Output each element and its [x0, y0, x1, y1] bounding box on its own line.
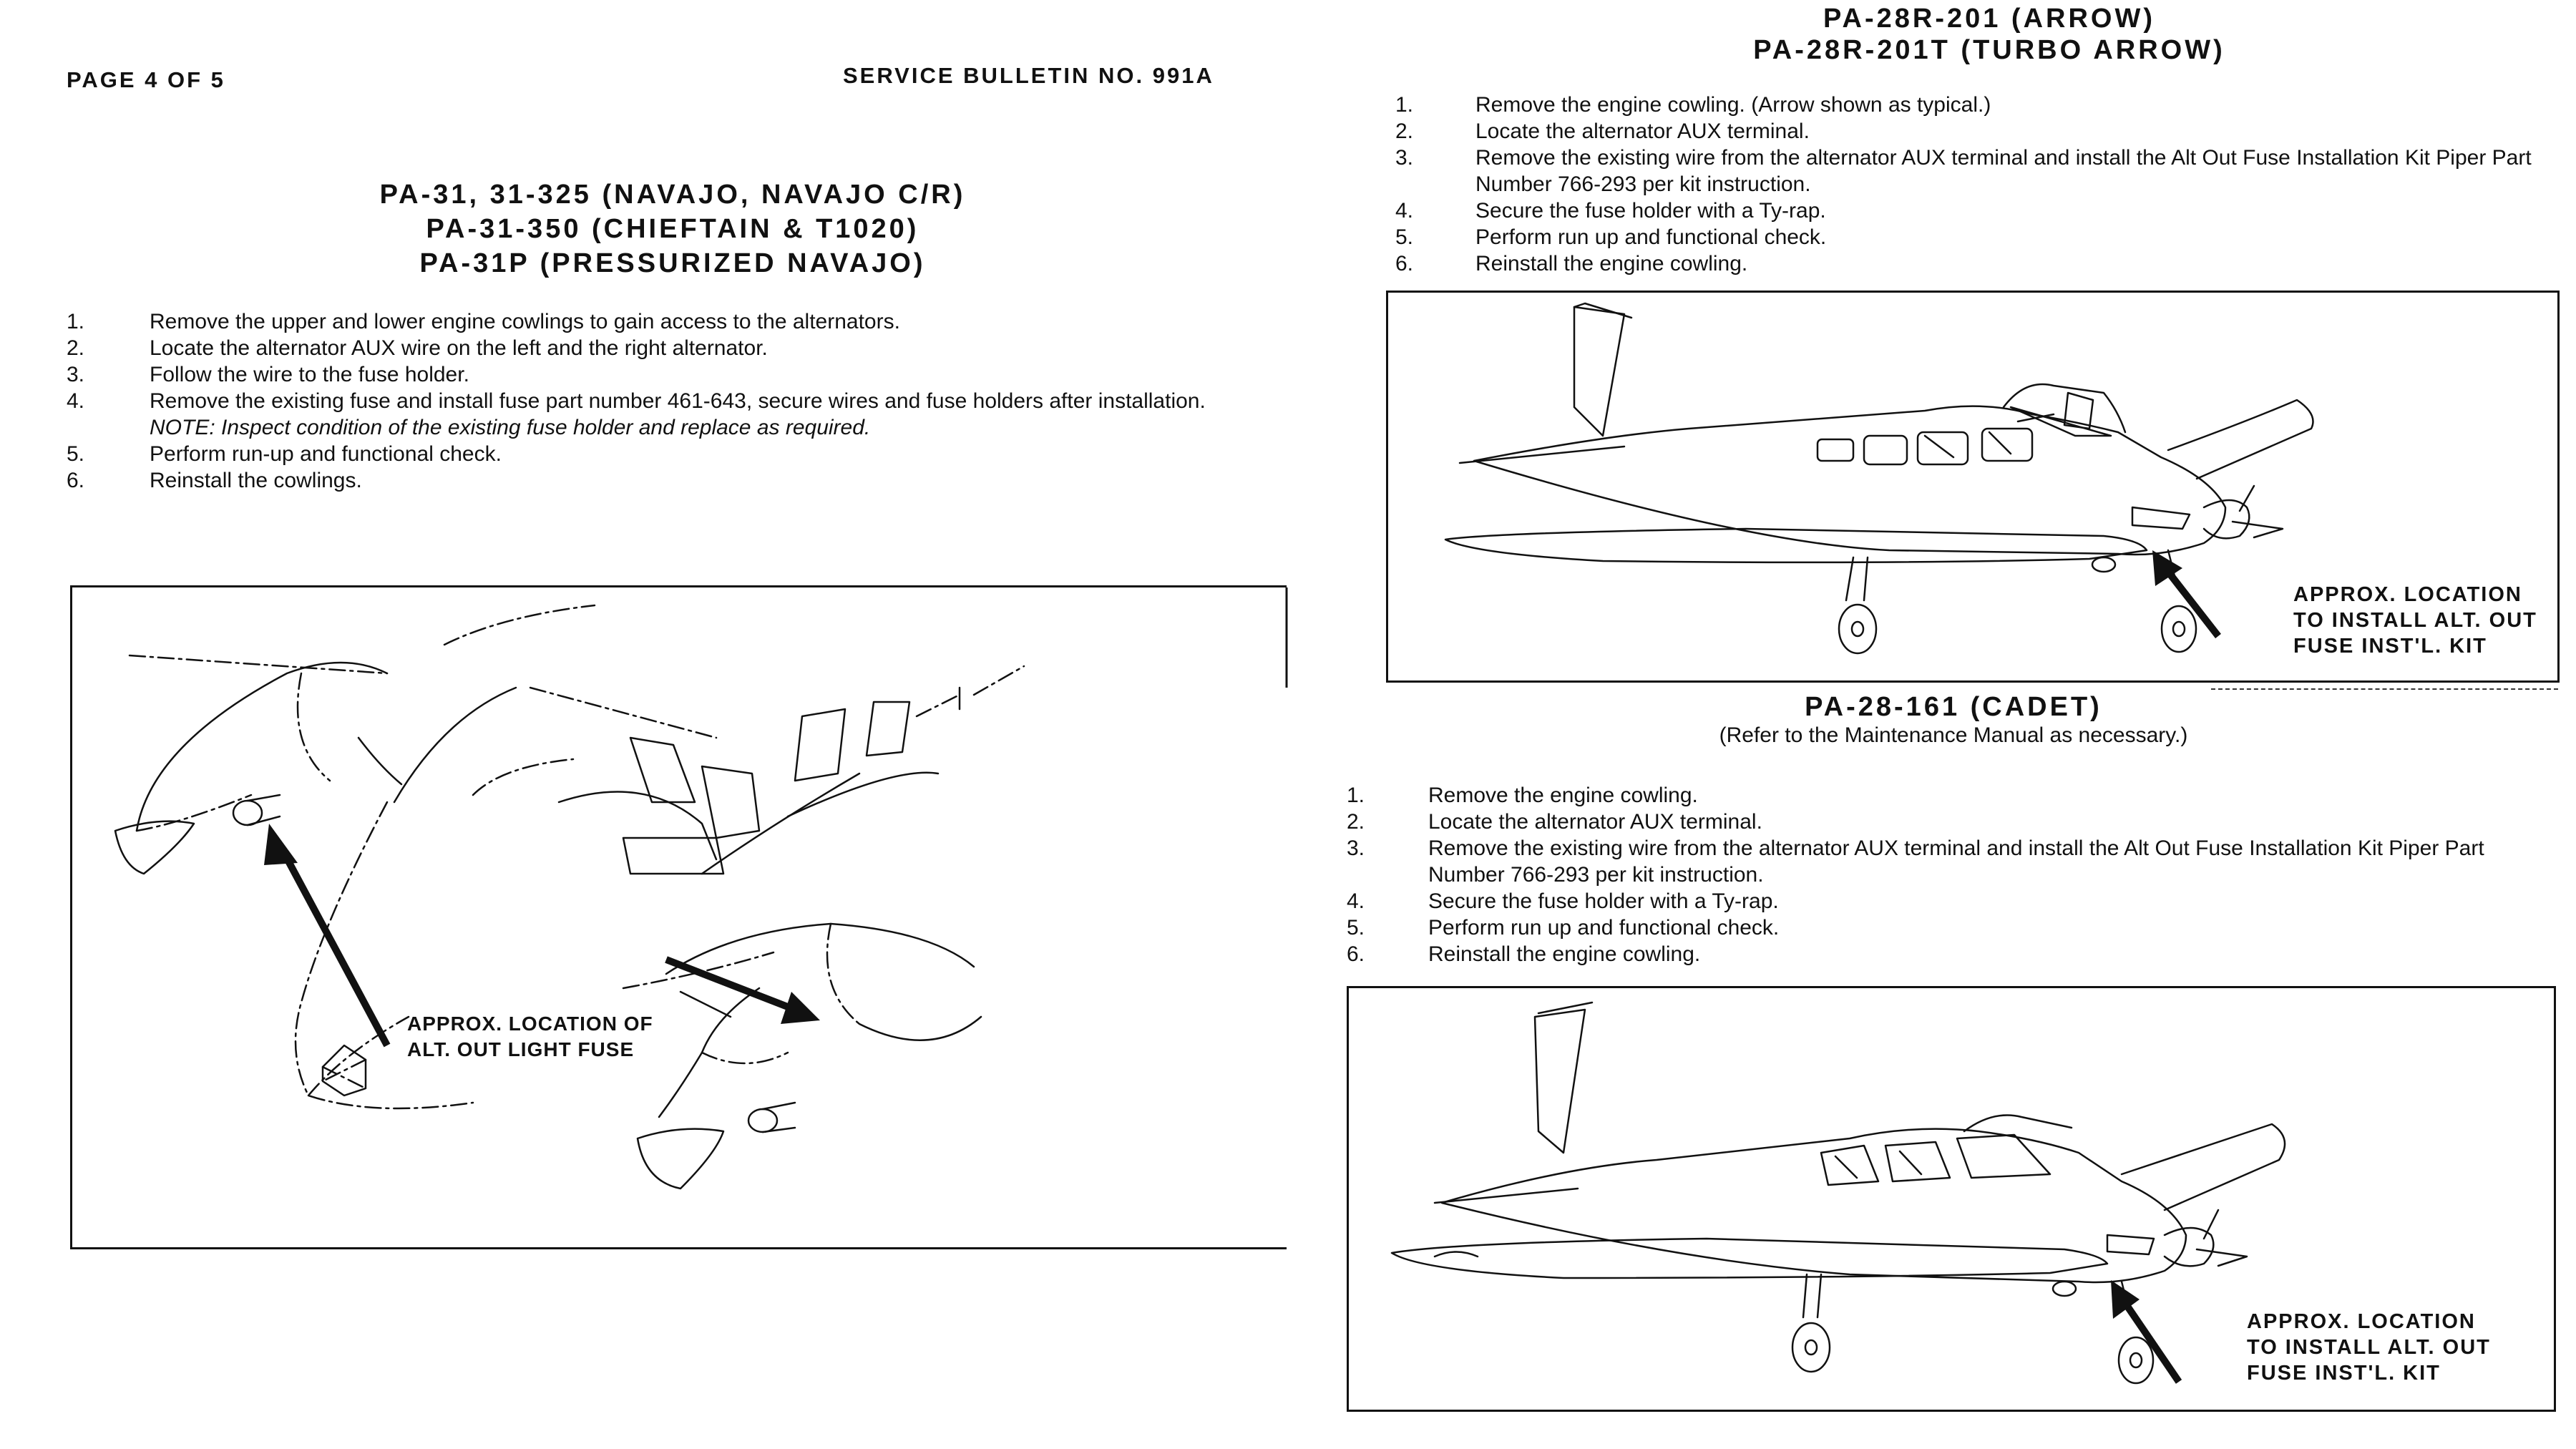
step-number: 4.: [1347, 889, 1365, 913]
list-item: 1. Remove the upper and lower engine cowl…: [67, 308, 1269, 335]
arrow-aircraft-drawing: [1444, 302, 2314, 655]
step-text: Remove the existing fuse and install fus…: [150, 389, 1206, 413]
step-number: 1.: [1347, 784, 1365, 807]
step-text: Locate the alternator AUX terminal.: [1475, 119, 1810, 143]
step-number: 1.: [67, 310, 85, 333]
list-item: 5. Perform run-up and functional check.: [67, 441, 1269, 467]
step-text: Follow the wire to the fuse holder.: [150, 363, 469, 386]
step-number: 4.: [67, 389, 85, 413]
cadet-aircraft-drawing: [1390, 1001, 2286, 1385]
cadet-callout-line-2: TO INSTALL ALT. OUT: [2247, 1336, 2491, 1359]
navajo-title-line-3: PA-31P (PRESSURIZED NAVAJO): [419, 248, 926, 278]
section-divider: [2211, 688, 2558, 690]
step-number: 3.: [1395, 146, 1414, 170]
step-number: 3.: [67, 363, 85, 386]
step-number: 6.: [67, 469, 85, 492]
list-item: 6. Reinstall the engine cowling.: [1347, 941, 2534, 967]
arrow-callout-line-3: FUSE INST'L. KIT: [2293, 635, 2487, 658]
step-number: 5.: [1395, 225, 1414, 249]
step-text: Reinstall the engine cowling.: [1428, 942, 1701, 966]
cadet-callout-line-1: APPROX. LOCATION: [2247, 1310, 2476, 1333]
list-item: 5. Perform run up and functional check.: [1347, 914, 2534, 941]
arrow-illustration: APPROX. LOCATION TO INSTALL ALT. OUT FUS…: [1386, 291, 2560, 683]
step-number: 6.: [1395, 252, 1414, 275]
step-text: Secure the fuse holder with a Ty-rap.: [1428, 889, 1779, 913]
step-text: Remove the existing wire from the altern…: [1428, 836, 2484, 887]
step-number: 3.: [1347, 836, 1365, 860]
cadet-steps: 1. Remove the engine cowling. 2. Locate th…: [1347, 782, 2534, 967]
arrow-callout-line-2: TO INSTALL ALT. OUT: [2293, 609, 2537, 632]
step-text: Reinstall the engine cowling.: [1475, 252, 1748, 275]
arrow-callout-line-1: APPROX. LOCATION: [2293, 583, 2522, 606]
navajo-callout-line-1: APPROX. LOCATION OF: [407, 1013, 653, 1035]
step-text: Reinstall the cowlings.: [150, 469, 362, 492]
step-text: Remove the upper and lower engine cowlin…: [150, 310, 900, 333]
page-number: PAGE 4 OF 5: [67, 67, 225, 92]
arrow-title-line-2: PA-28R-201T (TURBO ARROW): [1753, 35, 2225, 65]
navajo-title: PA-31, 31-325 (NAVAJO, NAVAJO C/R) PA-31…: [315, 177, 1030, 280]
navajo-illustration: APPROX. LOCATION OF ALT. OUT LIGHT FUSE: [70, 585, 1288, 1249]
step-number: 6.: [1347, 942, 1365, 966]
list-item: 5. Perform run up and functional check.: [1395, 224, 2540, 250]
step-text: Locate the alternator AUX terminal.: [1428, 810, 1762, 834]
arrow-title: PA-28R-201 (ARROW) PA-28R-201T (TURBO AR…: [1631, 3, 2347, 66]
step-text: Perform run-up and functional check.: [150, 442, 502, 466]
step-note: NOTE: Inspect condition of the existing …: [150, 416, 871, 439]
navajo-steps: 1. Remove the upper and lower engine cowl…: [67, 308, 1269, 494]
step-text: Secure the fuse holder with a Ty-rap.: [1475, 199, 1826, 223]
list-item: 1. Remove the engine cowling. (Arrow show…: [1395, 92, 2540, 118]
list-item: 2. Locate the alternator AUX terminal.: [1395, 118, 2540, 145]
arrow-title-line-1: PA-28R-201 (ARROW): [1823, 4, 2155, 34]
navajo-callout: APPROX. LOCATION OF ALT. OUT LIGHT FUSE: [407, 1011, 653, 1063]
step-text: Remove the engine cowling.: [1428, 784, 1698, 807]
list-item: 4. Secure the fuse holder with a Ty-rap.: [1347, 888, 2534, 914]
list-item: 4. Remove the existing fuse and install f…: [67, 388, 1269, 441]
cadet-callout-line-3: FUSE INST'L. KIT: [2247, 1362, 2441, 1385]
navajo-aircraft-drawing: [114, 587, 1288, 1190]
list-item: 3. Remove the existing wire from the alte…: [1395, 145, 2540, 197]
cadet-callout: APPROX. LOCATION TO INSTALL ALT. OUT FUS…: [2247, 1309, 2491, 1386]
cadet-title: PA-28-161 (CADET): [1805, 692, 2102, 722]
step-number: 5.: [67, 442, 85, 466]
navajo-title-line-2: PA-31-350 (CHIEFTAIN & T1020): [426, 214, 919, 244]
list-item: 6. Reinstall the cowlings.: [67, 467, 1269, 494]
list-item: 3. Follow the wire to the fuse holder.: [67, 361, 1269, 388]
list-item: 1. Remove the engine cowling.: [1347, 782, 2534, 809]
cadet-subtitle: (Refer to the Maintenance Manual as nece…: [1719, 723, 2188, 747]
list-item: 2. Locate the alternator AUX terminal.: [1347, 809, 2534, 835]
step-text: Remove the engine cowling. (Arrow shown …: [1475, 93, 1991, 117]
step-text: Remove the existing wire from the altern…: [1475, 146, 2532, 196]
step-number: 4.: [1395, 199, 1414, 223]
step-number: 2.: [1395, 119, 1414, 143]
navajo-title-line-1: PA-31, 31-325 (NAVAJO, NAVAJO C/R): [379, 180, 966, 210]
step-number: 2.: [1347, 810, 1365, 834]
step-number: 5.: [1347, 916, 1365, 940]
arrow-callout: APPROX. LOCATION TO INSTALL ALT. OUT FUS…: [2293, 582, 2537, 659]
step-number: 1.: [1395, 93, 1414, 117]
cadet-illustration: APPROX. LOCATION TO INSTALL ALT. OUT FUS…: [1347, 986, 2556, 1412]
list-item: 2. Locate the alternator AUX wire on the …: [67, 335, 1269, 361]
step-text: Locate the alternator AUX wire on the le…: [150, 336, 768, 360]
step-number: 2.: [67, 336, 85, 360]
arrow-steps: 1. Remove the engine cowling. (Arrow show…: [1395, 92, 2540, 277]
list-item: 4. Secure the fuse holder with a Ty-rap.: [1395, 197, 2540, 224]
service-bulletin-number: SERVICE BULLETIN NO. 991A: [843, 63, 1214, 88]
list-item: 3. Remove the existing wire from the alte…: [1347, 835, 2534, 888]
step-text: Perform run up and functional check.: [1475, 225, 1827, 249]
list-item: 6. Reinstall the engine cowling.: [1395, 250, 2540, 277]
navajo-callout-line-2: ALT. OUT LIGHT FUSE: [407, 1038, 635, 1060]
step-text: Perform run up and functional check.: [1428, 916, 1780, 940]
